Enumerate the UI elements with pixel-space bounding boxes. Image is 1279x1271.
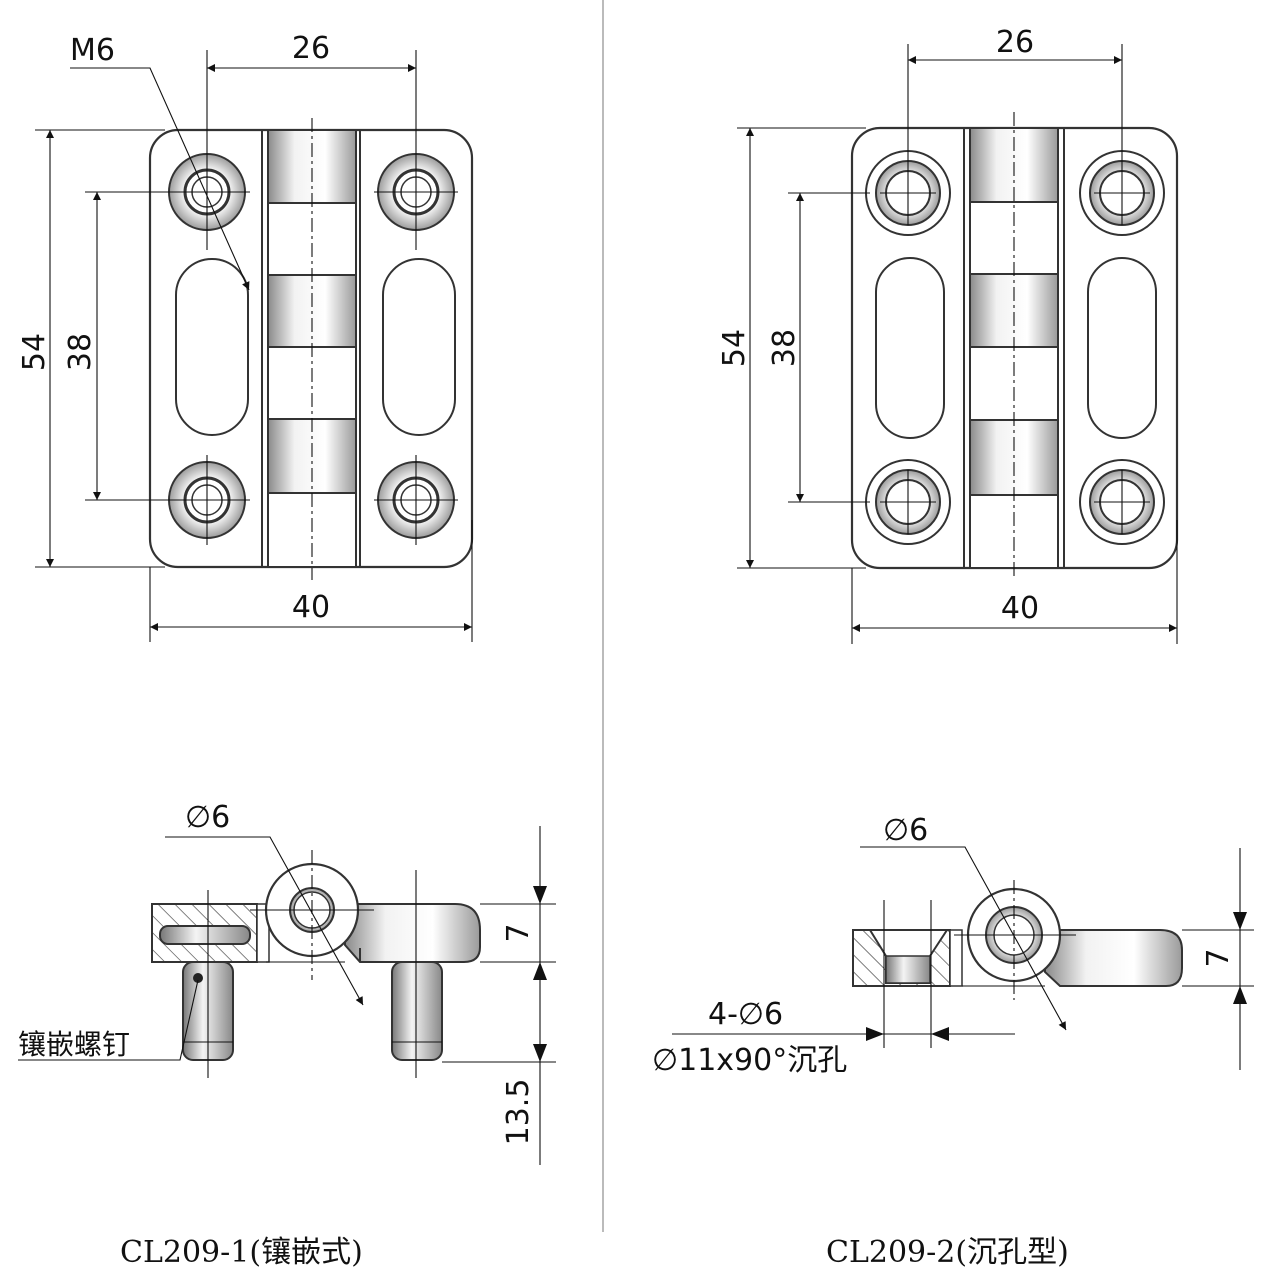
dim-dia6-left: ∅6 [185,800,230,835]
dim-38-right: 38 [767,329,802,367]
dim-7-left: 7 [501,923,536,942]
left-front-view [148,50,474,580]
left-dimensions: 26 M6 54 38 40 [17,31,473,642]
dim-38-left: 38 [63,333,98,371]
dim-54-right: 54 [717,329,752,367]
countersink-label: ∅11x90°沉孔 [652,1043,847,1078]
left-side-dimensions: ∅6 7 13.5 镶嵌螺钉 [18,800,556,1165]
dim-dia6-right: ∅6 [883,813,928,848]
dim-40-left: 40 [292,590,330,625]
dim-7-right: 7 [1201,948,1236,967]
dim-54-left: 54 [17,333,52,371]
right-dimensions: 26 54 38 40 [717,25,1178,644]
dim-26-left: 26 [292,31,330,66]
hole-count-label: 4-∅6 [708,997,783,1032]
left-side-view [151,850,481,1078]
dim-40-right: 40 [1001,591,1039,626]
right-front-view [850,44,1179,580]
right-side-view [852,880,1183,1048]
dim-26-right: 26 [996,25,1034,60]
screw-label: 镶嵌螺钉 [18,1028,130,1061]
dim-13.5-left: 13.5 [501,1079,536,1146]
right-side-dimensions: ∅6 7 4-∅6 ∅11x90°沉孔 [652,813,1254,1078]
caption-left: CL209-1(镶嵌式) [120,1235,363,1270]
caption-right: CL209-2(沉孔型) [826,1235,1069,1270]
thread-label: M6 [70,33,115,68]
